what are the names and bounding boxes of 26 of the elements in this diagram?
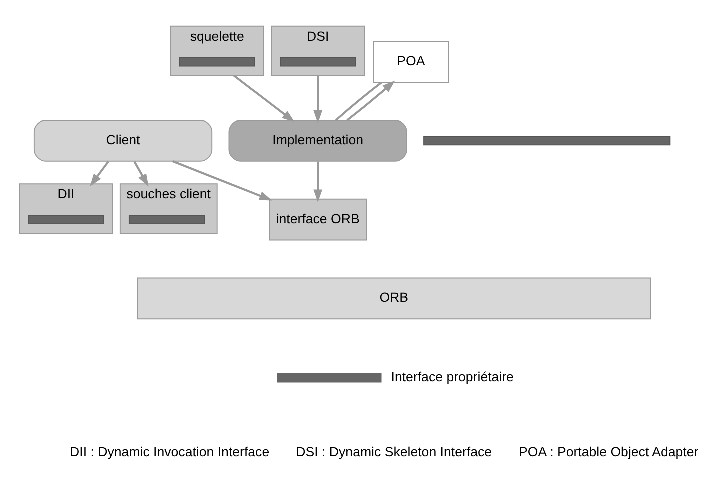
node-box: interface ORB xyxy=(269,198,368,240)
legend-label: Interface propriétaire xyxy=(391,369,514,384)
node-box: Client xyxy=(34,120,213,162)
arrow xyxy=(134,160,149,186)
arrow xyxy=(90,160,110,186)
node-bar xyxy=(128,214,205,224)
label: DII : Dynamic Invocation Interface xyxy=(70,444,270,460)
cluster: DSI xyxy=(271,25,366,76)
node-bar xyxy=(280,56,356,66)
cluster: DII xyxy=(19,183,114,234)
arrow xyxy=(172,160,272,200)
node-box: Implementation xyxy=(228,120,408,162)
cluster: squelette xyxy=(170,25,264,76)
arrow xyxy=(314,161,323,202)
connector xyxy=(335,81,382,121)
node-box: ORB xyxy=(137,277,652,320)
node-bar xyxy=(28,214,104,224)
node-bar xyxy=(179,56,256,66)
cluster: souches client xyxy=(120,183,218,234)
label: POA : Portable Object Adapter xyxy=(519,444,699,460)
arrow xyxy=(346,80,396,121)
label: DSI : Dynamic Skeleton Interface xyxy=(296,444,492,460)
node-box: POA xyxy=(373,40,450,82)
arrow xyxy=(314,75,323,123)
arrow xyxy=(234,74,295,122)
node-bar xyxy=(424,136,671,146)
